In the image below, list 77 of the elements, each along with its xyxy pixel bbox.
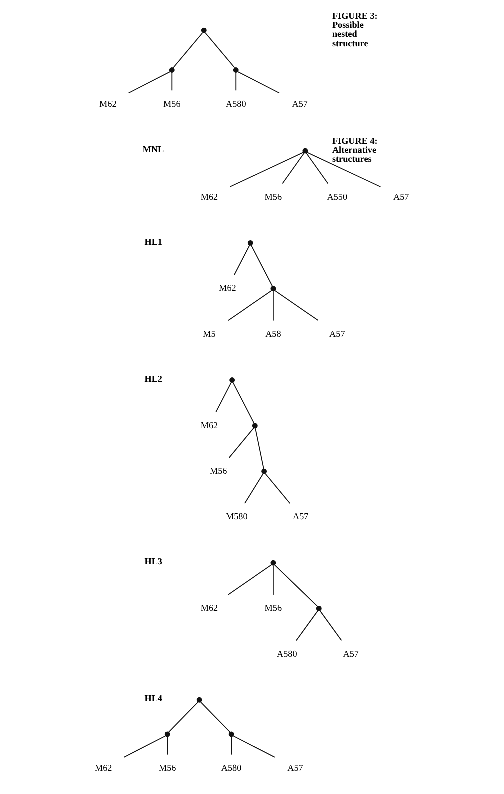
node-circle xyxy=(168,68,174,73)
node-text: M56 xyxy=(158,763,176,774)
node-text: A57 xyxy=(287,763,303,774)
connector xyxy=(250,244,273,288)
connector xyxy=(166,736,168,756)
node-circle xyxy=(229,378,235,383)
node-text: A57 xyxy=(329,328,345,339)
node-circle xyxy=(232,68,238,73)
node-text: M62 xyxy=(94,763,112,774)
node-text: M62 xyxy=(200,603,218,614)
connector xyxy=(235,72,236,92)
node-text: A57 xyxy=(292,98,308,109)
connector xyxy=(234,244,250,276)
node-circle xyxy=(302,148,308,154)
node-text: M56 xyxy=(163,98,180,109)
connector xyxy=(228,564,272,596)
connector xyxy=(264,473,290,504)
node-text: A57 xyxy=(342,648,358,659)
node-text: A580 xyxy=(220,763,242,774)
connector xyxy=(200,702,230,733)
connector xyxy=(228,428,254,458)
node-text: A580 xyxy=(225,98,246,109)
connector xyxy=(319,610,342,642)
connector xyxy=(228,290,272,322)
node-text: A57 xyxy=(393,192,409,202)
node-text: M580 xyxy=(225,512,248,522)
connector xyxy=(168,702,198,733)
connector xyxy=(204,32,235,68)
connector xyxy=(172,32,203,68)
node-text: A550 xyxy=(326,192,348,202)
connector xyxy=(244,473,264,504)
node-text: A57 xyxy=(292,512,308,522)
connector xyxy=(282,152,304,184)
node-circle xyxy=(164,732,170,738)
node-circle xyxy=(270,286,276,292)
node-text: A58 xyxy=(265,328,281,339)
connector xyxy=(272,565,274,596)
node-text: M56 xyxy=(264,192,282,202)
connector xyxy=(272,291,274,322)
node-circle xyxy=(196,697,202,703)
connector xyxy=(215,382,232,413)
label: HL2 xyxy=(144,374,162,384)
node-text: A580 xyxy=(276,648,297,659)
connector xyxy=(306,152,328,184)
connector xyxy=(229,152,304,188)
node-circle xyxy=(316,606,322,612)
node-circle xyxy=(228,732,234,738)
node-text: M56 xyxy=(264,603,282,614)
connector xyxy=(274,290,318,322)
connector xyxy=(254,428,264,470)
connector xyxy=(128,71,170,94)
node-circle xyxy=(252,423,258,429)
label: HL1 xyxy=(144,236,162,247)
node-text: M62 xyxy=(99,98,116,109)
node-text: M62 xyxy=(200,420,218,430)
node-circle xyxy=(270,560,276,566)
connector xyxy=(232,382,254,424)
connector xyxy=(232,736,275,758)
label: HL3 xyxy=(144,556,162,567)
node-circle xyxy=(247,240,253,246)
connector xyxy=(171,72,172,92)
node-text: M62 xyxy=(200,192,218,202)
node-circle xyxy=(261,468,267,474)
connector xyxy=(306,152,381,188)
connector xyxy=(274,564,318,607)
connector xyxy=(123,736,166,758)
node-text: M56 xyxy=(209,466,227,476)
node-circle xyxy=(200,28,206,34)
connector xyxy=(296,610,318,642)
node-text: M62 xyxy=(218,283,236,294)
label: FIGURE 4: Alternative structures xyxy=(332,136,378,164)
connector xyxy=(230,736,232,756)
label: MNL xyxy=(142,144,164,155)
node-text: M5 xyxy=(202,328,216,339)
label: HL4 xyxy=(144,694,162,704)
connector xyxy=(237,71,280,94)
label: FIGURE 3: Possible nested structure xyxy=(332,10,378,48)
